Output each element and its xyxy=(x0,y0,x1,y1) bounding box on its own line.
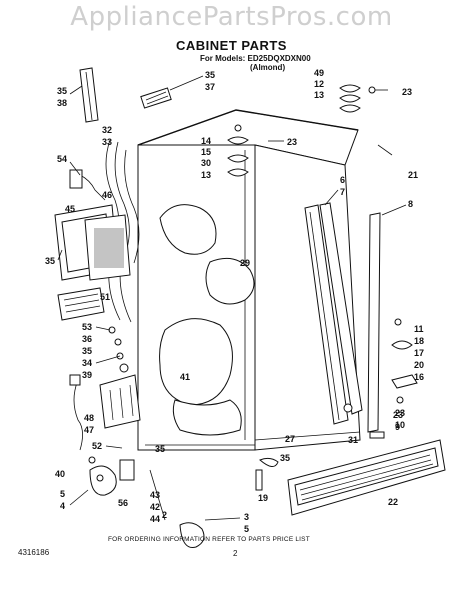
callout-39: 39 xyxy=(82,370,92,380)
callout-41: 41 xyxy=(180,372,190,382)
document-part-number: 4316186 xyxy=(18,548,50,557)
callout-37: 37 xyxy=(205,82,215,92)
callout-42: 42 xyxy=(150,502,160,512)
callout-32: 32 xyxy=(102,125,112,135)
ordering-note: FOR ORDERING INFORMATION REFER TO PARTS … xyxy=(108,536,310,543)
bottom-center-parts xyxy=(255,403,353,491)
diagram-model: For Models: ED25DQXDXN00 xyxy=(200,54,311,63)
left-hardware xyxy=(69,326,141,451)
callout-35b: 35 xyxy=(205,70,215,80)
callout-16: 16 xyxy=(414,372,424,382)
callout-48: 48 xyxy=(84,413,94,423)
callout-49: 49 xyxy=(314,68,324,78)
callout-15: 15 xyxy=(201,147,211,157)
callout-44: 44 xyxy=(150,514,160,524)
callout-27: 27 xyxy=(285,434,295,444)
callout-10: 10 xyxy=(395,420,405,430)
callout-23d: 23 xyxy=(395,408,405,418)
callout-11: 11 xyxy=(414,324,424,334)
callout-38: 38 xyxy=(57,98,67,108)
callout-4: 4 xyxy=(60,501,65,511)
callout-31: 31 xyxy=(348,435,358,445)
callout-51: 51 xyxy=(100,292,110,302)
callout-52: 52 xyxy=(92,441,102,451)
callout-29: 29 xyxy=(240,258,250,268)
callout-9: 9 xyxy=(395,422,400,432)
callout-35f: 35 xyxy=(280,453,290,463)
callout-6: 6 xyxy=(340,175,345,185)
callout-20: 20 xyxy=(414,360,424,370)
callout-23a: 23 xyxy=(393,410,403,420)
callout-7: 7 xyxy=(340,187,345,197)
callout-45: 45 xyxy=(65,204,75,214)
callout-36: 36 xyxy=(82,334,92,344)
callout-35c: 35 xyxy=(45,256,55,266)
page-number: 2 xyxy=(233,549,238,558)
callout-54: 54 xyxy=(57,154,67,164)
right-strips xyxy=(304,202,381,433)
callout-8: 8 xyxy=(408,199,413,209)
callout-21: 21 xyxy=(408,170,418,180)
right-side-parts xyxy=(369,318,418,439)
diagram-title: CABINET PARTS xyxy=(176,38,287,53)
callouts: 35 38 35 37 54 32 33 46 45 35 51 53 36 3… xyxy=(45,68,424,534)
callout-13a: 13 xyxy=(314,90,324,100)
callout-35e: 35 xyxy=(155,444,165,454)
callout-13b: 13 xyxy=(201,170,211,180)
callout-2: 2 xyxy=(162,510,167,520)
left-rail-parts xyxy=(79,67,172,123)
callout-53: 53 xyxy=(82,322,92,332)
top-right-hardware xyxy=(227,84,393,177)
callout-14: 14 xyxy=(201,136,211,146)
callout-56: 56 xyxy=(118,498,128,508)
callout-19: 19 xyxy=(258,493,268,503)
callout-3: 3 xyxy=(244,512,249,522)
callout-17: 17 xyxy=(414,348,424,358)
diagram-color: (Almond) xyxy=(250,63,286,72)
callout-33: 33 xyxy=(102,137,112,147)
callout-47: 47 xyxy=(84,425,94,435)
left-panels xyxy=(54,204,131,321)
callout-43: 43 xyxy=(150,490,160,500)
callout-12: 12 xyxy=(314,79,324,89)
callout-30: 30 xyxy=(201,158,211,168)
callout-34: 34 xyxy=(82,358,92,368)
callout-23b: 23 xyxy=(402,87,412,97)
base-grille xyxy=(287,439,446,516)
site-watermark: AppliancePartsPros.com xyxy=(70,2,393,32)
callout-18: 18 xyxy=(414,336,424,346)
callout-23c: 23 xyxy=(287,137,297,147)
callout-5a: 5 xyxy=(60,489,65,499)
bottom-hinge xyxy=(88,456,205,549)
callout-35d: 35 xyxy=(82,346,92,356)
callout-22: 22 xyxy=(388,497,398,507)
callout-35a: 35 xyxy=(57,86,67,96)
callout-5b: 5 xyxy=(244,524,249,534)
callout-40: 40 xyxy=(55,469,65,479)
callout-46: 46 xyxy=(102,190,112,200)
